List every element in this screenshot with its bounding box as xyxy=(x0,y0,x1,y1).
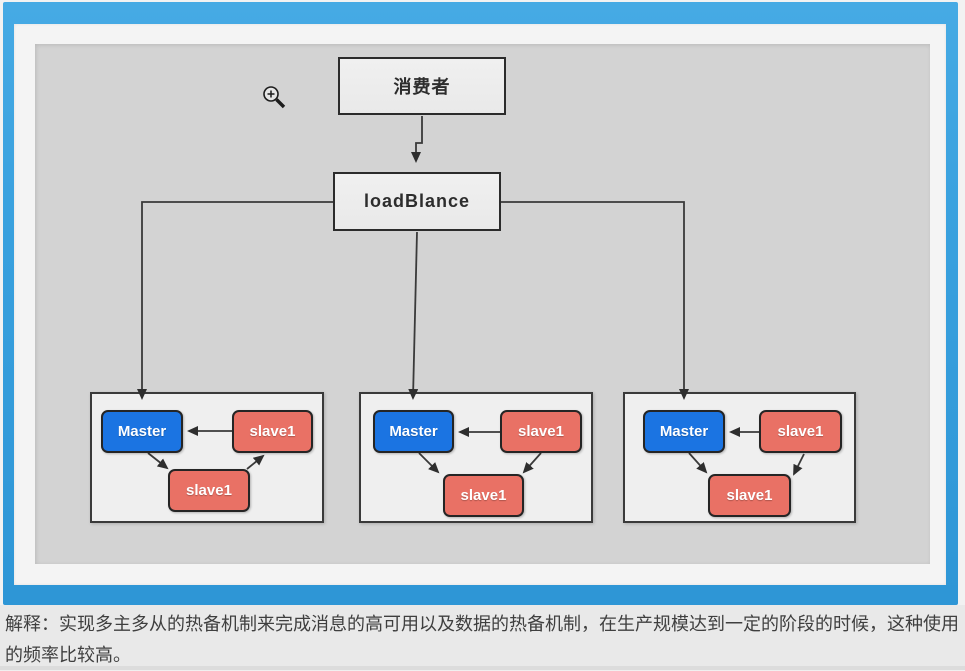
cluster3-slave-bottom-label: slave1 xyxy=(726,487,773,504)
cluster2-slave-top-node: slave1 xyxy=(500,410,582,453)
cluster1-slave-top-label: slave1 xyxy=(249,423,296,440)
node-loadbalancer: loadBlance xyxy=(333,172,501,231)
cluster2-slave-bottom-node: slave1 xyxy=(443,474,524,517)
consumer-label: 消费者 xyxy=(393,77,451,97)
caption-text: 解释：实现多主多从的热备机制来完成消息的高可用以及数据的热备机制，在生产规模达到… xyxy=(5,614,959,665)
cluster2-slave-bottom-label: slave1 xyxy=(460,487,507,504)
cluster2-master-label: Master xyxy=(389,423,438,440)
cluster3-slave-top-label: slave1 xyxy=(777,423,824,440)
cluster1-master-label: Master xyxy=(117,423,167,440)
cluster2-master-node: Master xyxy=(373,410,454,453)
cluster1-master-node: Master xyxy=(101,410,183,453)
cluster3-master-node: Master xyxy=(643,410,725,453)
caption: 解释：实现多主多从的热备机制来完成消息的高可用以及数据的热备机制，在生产规模达到… xyxy=(0,605,965,670)
cluster1-slave-top-node: slave1 xyxy=(232,410,313,453)
cluster2-slave-top-label: slave1 xyxy=(518,423,564,440)
cluster1-slave-bottom-label: slave1 xyxy=(186,482,232,499)
cluster3-slave-top-node: slave1 xyxy=(759,410,842,453)
cluster3-slave-bottom-node: slave1 xyxy=(708,474,791,517)
cluster1-slave-bottom-node: slave1 xyxy=(168,469,250,512)
loadbalancer-label: loadBlance xyxy=(363,191,471,211)
node-consumer: 消费者 xyxy=(338,57,506,115)
cluster3-master-label: Master xyxy=(659,423,709,440)
